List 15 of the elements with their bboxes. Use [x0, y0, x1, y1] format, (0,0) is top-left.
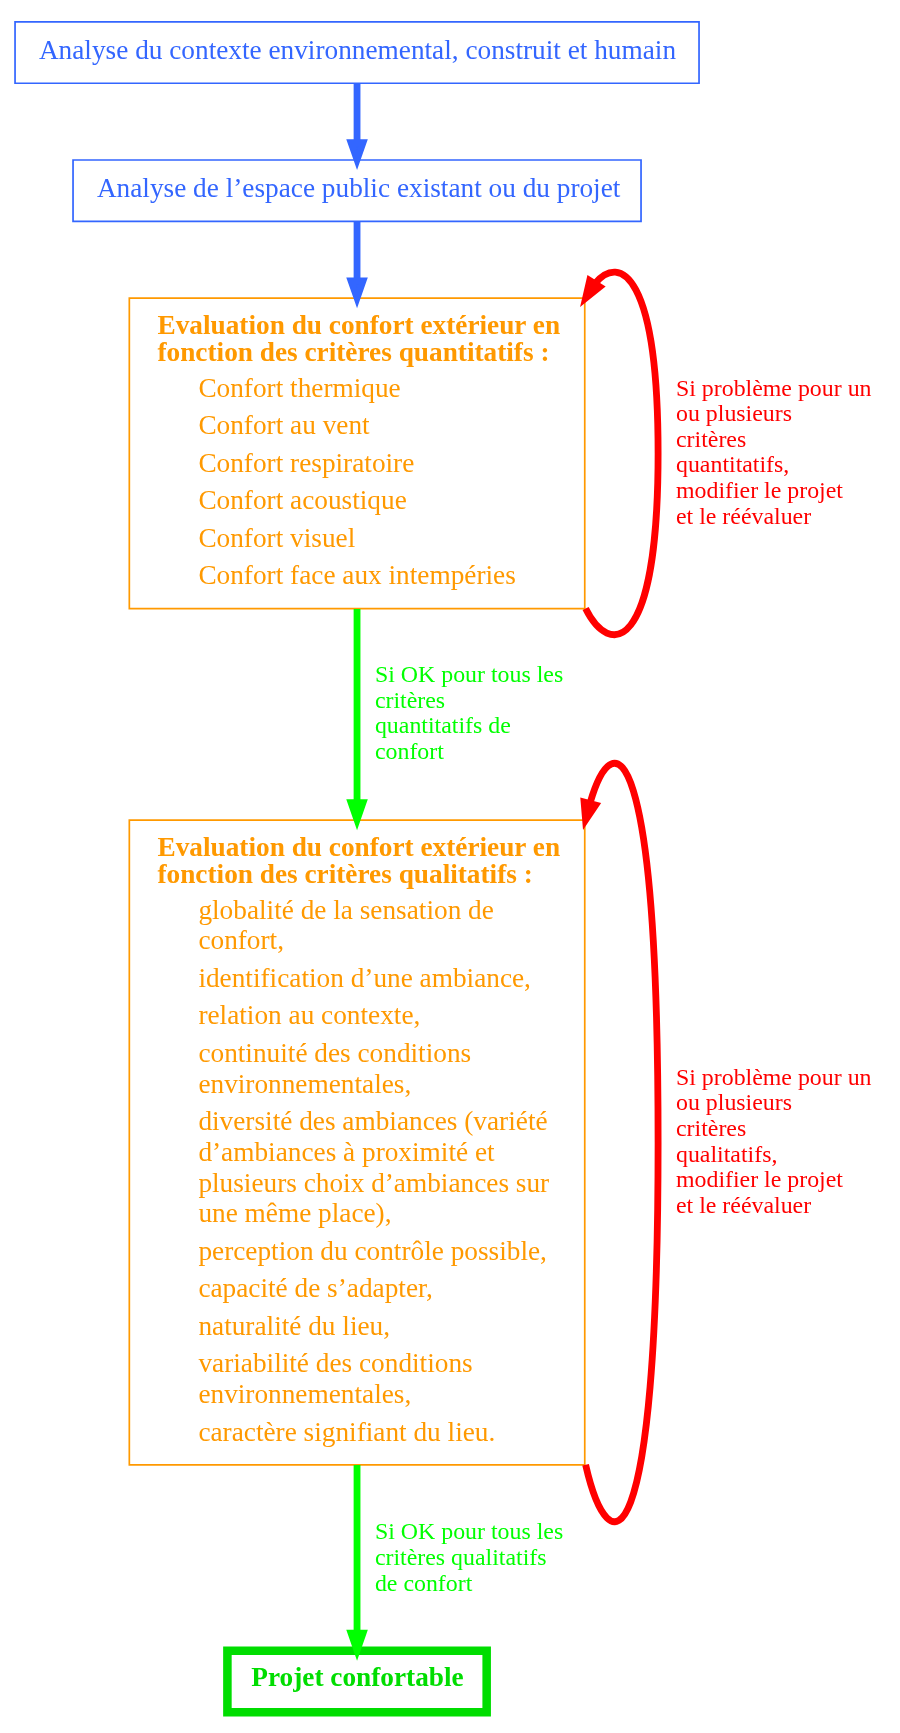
edge-label: Si OK pour tous les critères qualitatifs de confort: [374, 1517, 564, 1596]
node-box: Evaluation du confort extérieur en fonction des critères qualitatifs : globalité de la sensation de confort, identification d’une ambiance, relation au contexte, continuité des conditions environnementales, diversité des ambiances (variété d’ambiances à proximité et plusieurs choix d’ambiances sur une même place), perception du contrôle possible, capacité de s’adapter, naturalité du lieu, variabilité des conditions environnementales, caractère signifiant du lieu.: [128, 818, 586, 1466]
arrow: [346, 82, 368, 170]
arrow: [346, 1464, 368, 1661]
node-box: Analyse de l’espace public existant ou du projet: [72, 158, 642, 222]
edge-label: Si problème pour un ou plusieurs critères quantitatifs, modifier le projet et le réévaluer: [676, 374, 872, 529]
arrow: [580, 760, 662, 1524]
arrow: [580, 268, 662, 637]
node-box: Evaluation du confort extérieur en fonction des critères quantitatifs : Confort thermique Confort au vent Confort respiratoire Confort acoustique Confort visuel Confort face aux intempéries: [128, 296, 586, 609]
node-box: Projet confortable: [223, 1646, 491, 1716]
arrow: [346, 221, 368, 308]
node-box: Analyse du contexte environnemental, construit et humain: [14, 20, 700, 84]
edge-label: Si OK pour tous les critères quantitatifs de confort: [374, 660, 564, 764]
arrow: [346, 608, 368, 830]
edge-label: Si problème pour un ou plusieurs critères qualitatifs, modifier le projet et le réévaluer: [676, 1063, 872, 1218]
